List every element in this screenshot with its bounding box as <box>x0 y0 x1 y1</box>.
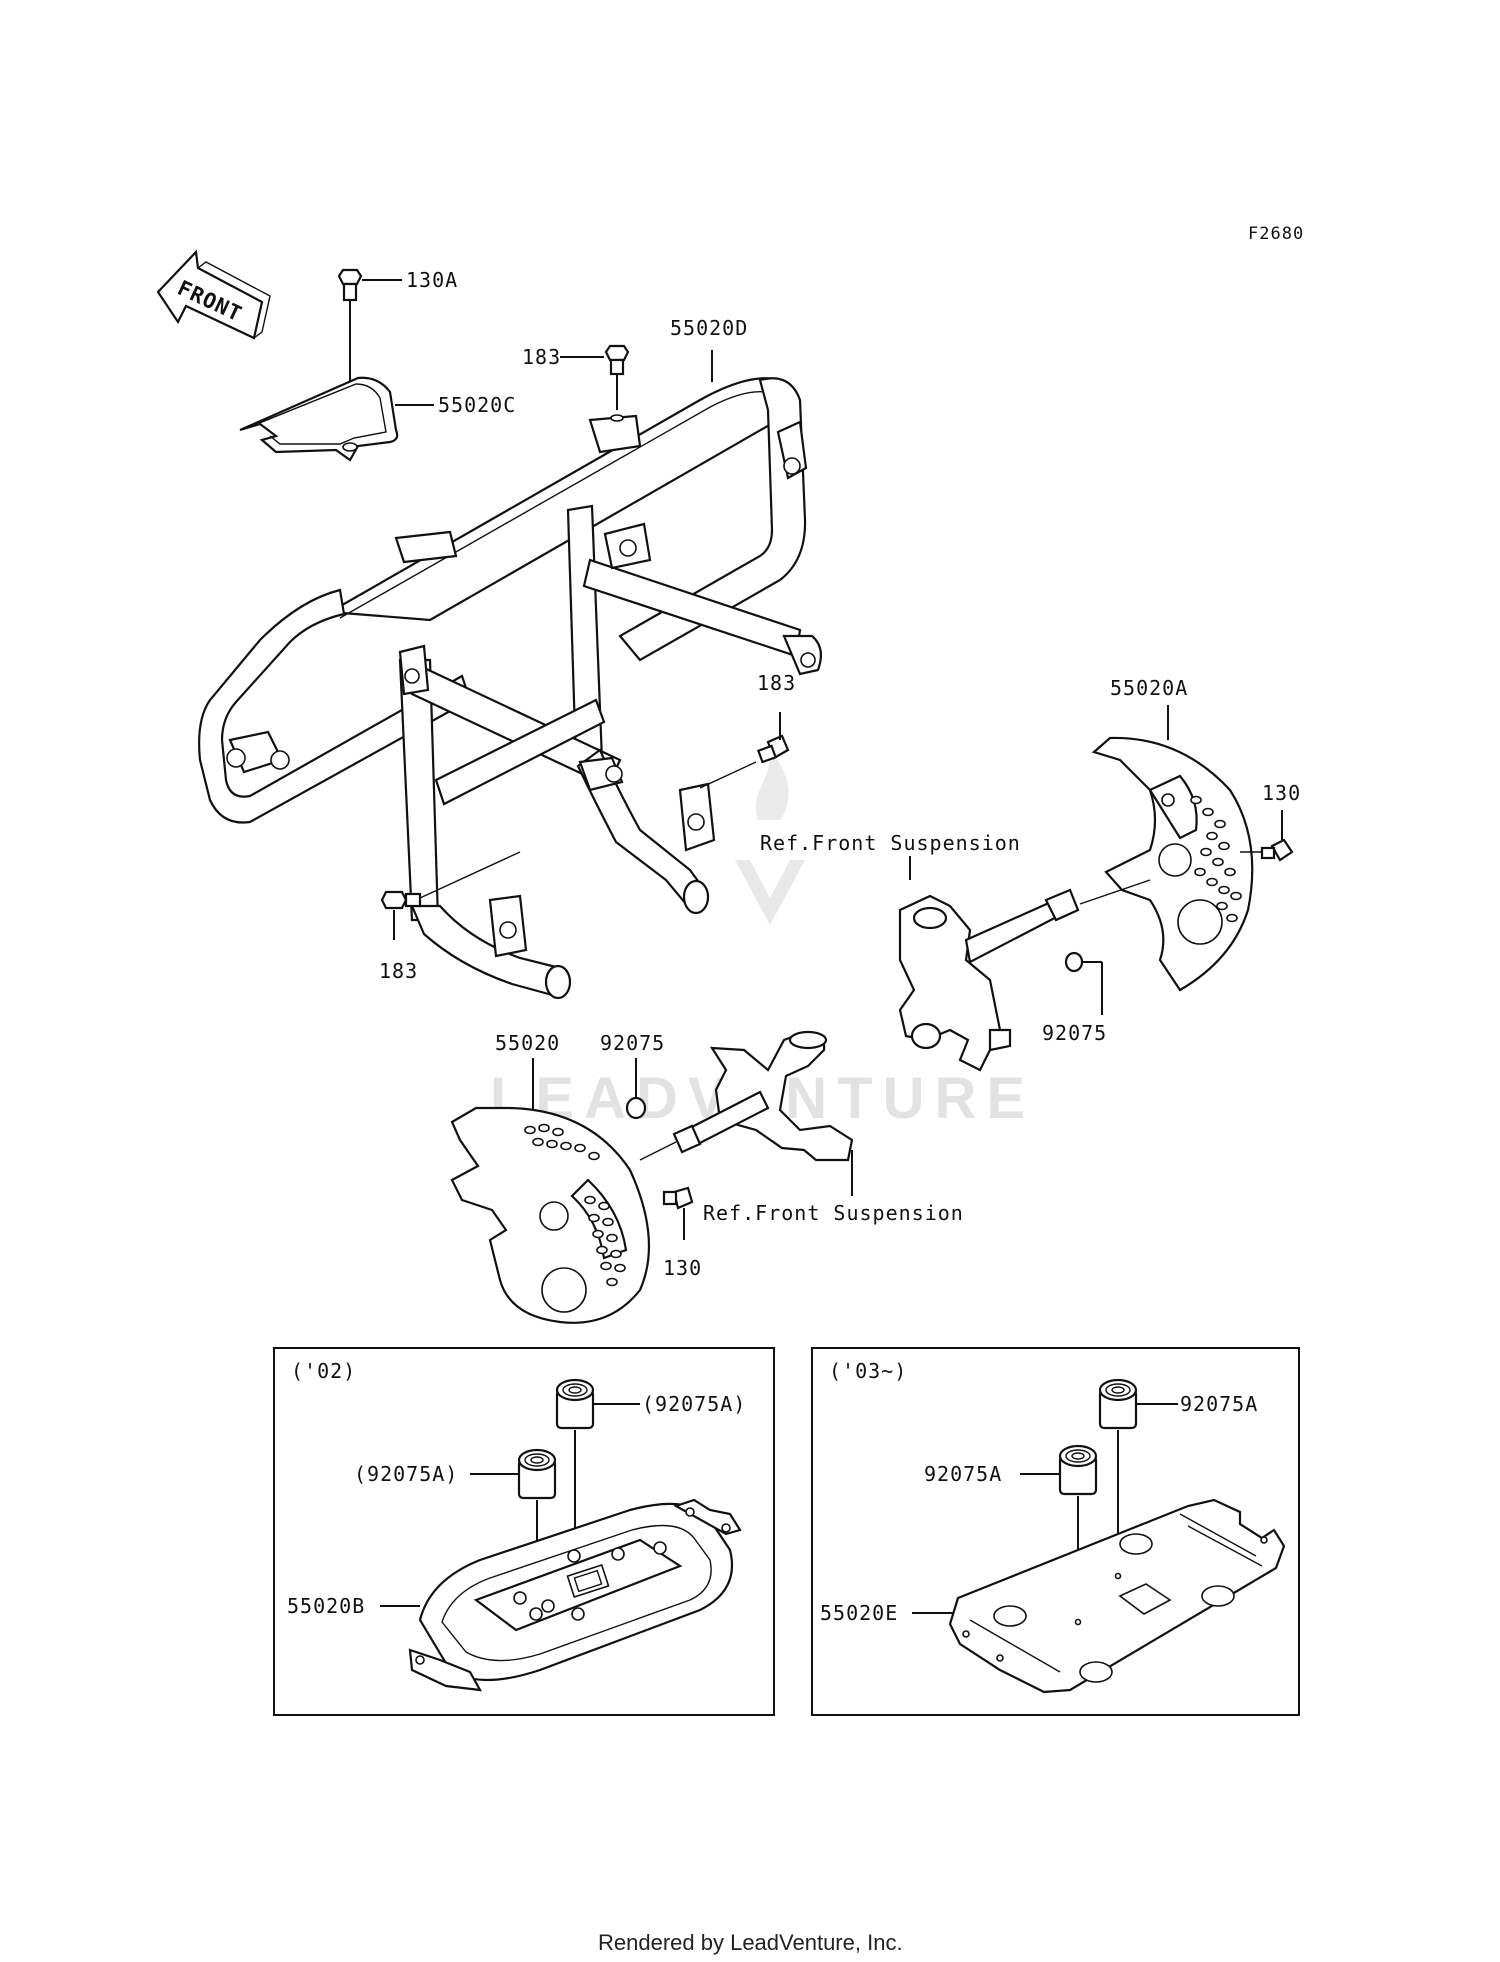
bushing-92075-left <box>625 1058 647 1120</box>
callout-130A: 130A <box>406 268 458 292</box>
callout-92075-left: 92075 <box>600 1031 665 1055</box>
inset-03-92075A-top: 92075A <box>1180 1392 1258 1416</box>
ref-front-suspension-right: Ref.Front Suspension <box>760 831 1021 855</box>
inset-03-92075A-left: 92075A <box>924 1462 1002 1486</box>
callout-55020A: 55020A <box>1110 676 1188 700</box>
bolt-183-bottom <box>380 851 521 940</box>
callout-55020C: 55020C <box>438 393 516 417</box>
disc-guard-55020 <box>450 1058 651 1324</box>
ref-front-suspension-left: Ref.Front Suspension <box>703 1201 964 1225</box>
front-guard-55020D <box>198 350 823 1000</box>
bolt-183-mid <box>699 712 790 789</box>
knuckle-right <box>898 856 1151 1072</box>
inset-03-title: ('03~) <box>829 1359 907 1383</box>
skid-plate-55020E <box>912 1498 1286 1694</box>
rendered-by-footer: Rendered by LeadVenture, Inc. <box>598 1930 903 1955</box>
bracket-55020C <box>239 376 434 462</box>
callout-130-right: 130 <box>1262 781 1301 805</box>
bushing-92075A-left-02 <box>470 1448 557 1610</box>
disc-guard-55020A <box>1091 705 1254 992</box>
skid-plate-55020B <box>380 1498 742 1692</box>
callout-130-left: 130 <box>663 1256 702 1280</box>
bolt-130-right <box>1240 810 1294 862</box>
callout-183-mid: 183 <box>757 671 796 695</box>
front-arrow-icon: FRONT <box>156 249 271 340</box>
bushing-92075-right <box>1064 951 1103 1015</box>
inset-02-92075A-top: (92075A) <box>642 1392 746 1416</box>
bushing-92075A-top-02 <box>555 1378 640 1548</box>
bolt-130-left <box>662 1186 694 1240</box>
figure-code: F2680 <box>1248 224 1304 244</box>
disc-holes-right <box>1190 795 1242 923</box>
disc-holes-left <box>524 1123 626 1287</box>
inset-02-title: ('02) <box>291 1359 356 1383</box>
callout-183-top: 183 <box>522 345 561 369</box>
bolt-183-top <box>560 344 630 410</box>
inset-03: ('03~) 92075A 92075A <box>811 1347 1300 1716</box>
inset-02-55020B: 55020B <box>287 1594 365 1618</box>
inset-02: ('02) (92075A) (92075A) <box>273 1347 775 1716</box>
callout-92075-right: 92075 <box>1042 1021 1107 1045</box>
callout-183-bottom: 183 <box>379 959 418 983</box>
callout-55020: 55020 <box>495 1031 560 1055</box>
inset-03-55020E: 55020E <box>820 1601 898 1625</box>
knuckle-left <box>639 1030 854 1196</box>
callout-55020D: 55020D <box>670 316 748 340</box>
inset-02-92075A-left: (92075A) <box>354 1462 458 1486</box>
